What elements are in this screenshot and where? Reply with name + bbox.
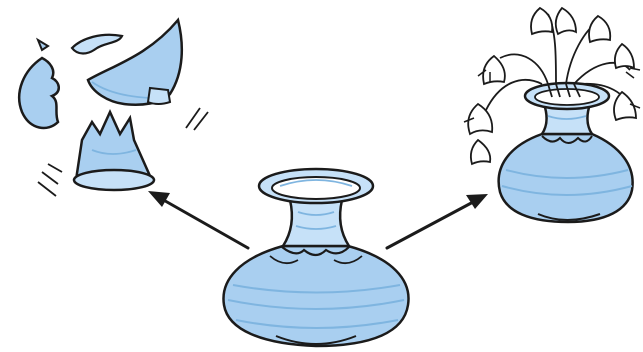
flower-vase [464, 8, 640, 222]
arrow-to-broken-vase [148, 191, 248, 248]
arrow-to-flower-vase [387, 194, 488, 248]
center-vase [223, 169, 408, 346]
broken-vase [19, 20, 208, 196]
